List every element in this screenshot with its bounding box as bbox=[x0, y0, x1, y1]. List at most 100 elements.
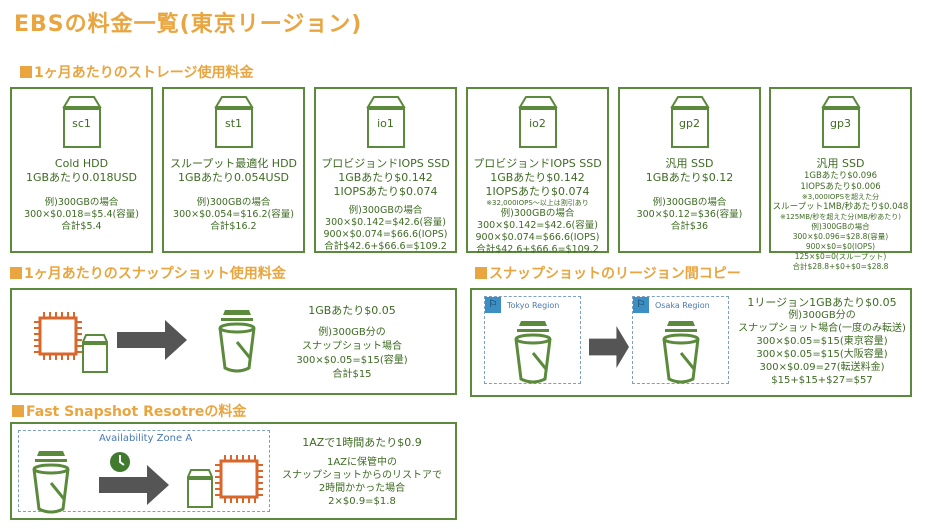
ebs-volume-icon bbox=[187, 469, 213, 508]
example-line: 合計$36 bbox=[670, 221, 709, 232]
example-line: 例)300GBの場合 bbox=[811, 222, 870, 231]
flag-icon: ⚐ bbox=[485, 297, 501, 313]
volume-detail: 1GBあたり$0.096 bbox=[803, 171, 878, 181]
volume-type: io1 bbox=[377, 117, 394, 130]
example-line: 合計$42.6+$66.6=$109.2 bbox=[324, 241, 447, 252]
detail-line: 2×$0.9=$1.8 bbox=[328, 496, 396, 507]
arrow-icon bbox=[589, 326, 629, 368]
region-label: Tokyo Region bbox=[507, 301, 560, 310]
volume-desc: Cold HDD bbox=[54, 157, 109, 170]
example-line: 合計$5.4 bbox=[61, 221, 102, 232]
copy-price: 1リージョン1GBあたり$0.05 bbox=[747, 296, 897, 309]
volume-detail: スループット1MB/秒あたり$0.048 bbox=[772, 202, 909, 212]
detail-line: 300×$0.05=$15(大阪容量) bbox=[756, 349, 888, 360]
detail-line: 300×$0.05=$15(東京容量) bbox=[756, 336, 888, 347]
volume-type: gp2 bbox=[679, 117, 700, 130]
section-region-copy: スナップショットのリージョン間コピー bbox=[475, 263, 741, 283]
ec2-instance-icon bbox=[215, 455, 263, 503]
arrow-icon bbox=[99, 465, 169, 505]
section-label: Fast Snapshot Resotreの料金 bbox=[26, 404, 247, 420]
zone-label: Availability Zone A bbox=[99, 433, 193, 444]
example-line: 300×$0.142=$42.6(容量) bbox=[325, 217, 446, 228]
example-line: 例)300GBの場合 bbox=[348, 205, 423, 216]
volume-desc: 1GBあたり$0.142 bbox=[338, 171, 433, 184]
example-line: 合計$28.8+$0+$0=$28.8 bbox=[792, 262, 889, 271]
clock-icon bbox=[110, 452, 130, 472]
volume-desc: 1GBあたり$0.142 bbox=[490, 171, 585, 184]
volume-desc: プロビジョンドIOPS SSD bbox=[321, 157, 450, 170]
volume-type: gp3 bbox=[830, 117, 851, 130]
example-line: 例)300GBの場合 bbox=[196, 197, 271, 208]
section-label: 1ヶ月あたりのストレージ使用料金 bbox=[34, 65, 254, 81]
detail-line: 2時間かかった場合 bbox=[318, 483, 406, 494]
volume-desc: スループット最適化 HDD bbox=[169, 157, 298, 170]
volume-type: sc1 bbox=[72, 117, 91, 130]
osaka-region: ⚐ Osaka Region bbox=[632, 296, 729, 384]
page-title: EBSの料金一覧(東京リージョン) bbox=[14, 12, 363, 37]
volume-desc: 汎用 SSD bbox=[665, 157, 714, 170]
example-line: 300×$0.018=$5.4(容量) bbox=[24, 209, 139, 220]
arrow-icon bbox=[117, 320, 187, 360]
flag-icon: ⚐ bbox=[633, 297, 649, 313]
volume-type: io2 bbox=[529, 117, 546, 130]
region-label: Osaka Region bbox=[655, 301, 710, 310]
ebs-volume-icon bbox=[82, 334, 108, 373]
section-snapshot: 1ヶ月あたりのスナップショット使用料金 bbox=[10, 263, 286, 283]
example-line: 合計$16.2 bbox=[210, 221, 257, 232]
volume-desc: 1GBあたり$0.12 bbox=[645, 171, 734, 184]
section-label: 1ヶ月あたりのスナップショット使用料金 bbox=[24, 266, 286, 282]
detail-line: スナップショット場合 bbox=[302, 341, 402, 352]
example-line: 900×$0.074=$66.6(IOPS) bbox=[475, 232, 600, 243]
volume-note: ※32,000IOPS～以上は割引あり bbox=[486, 199, 589, 207]
example-line: 例)300GBの場合 bbox=[500, 208, 575, 219]
volume-desc: プロビジョンドIOPS SSD bbox=[473, 157, 602, 170]
example-line: 125×$0=0(スループット) bbox=[794, 252, 887, 261]
example-line: 合計$42.6+$66.6=$109.2 bbox=[476, 244, 599, 255]
detail-line: 例)300GB分の bbox=[318, 327, 386, 338]
section-fsr: Fast Snapshot Resotreの料金 bbox=[12, 401, 246, 421]
section-label: スナップショットのリージョン間コピー bbox=[489, 266, 741, 282]
detail-line: 合計$15 bbox=[332, 369, 372, 380]
fsr-panel: Availability Zone A 1AZで1時間あたり$0.9 1AZに保… bbox=[10, 422, 457, 520]
volume-desc: 汎用 SSD bbox=[816, 157, 865, 170]
tokyo-region: ⚐ Tokyo Region bbox=[484, 296, 581, 384]
detail-line: 300×$0.09=27(転送料金) bbox=[759, 362, 885, 373]
detail-line: 例)300GB分の bbox=[788, 310, 856, 321]
volume-detail: 1IOPSあたり$0.006 bbox=[800, 182, 881, 192]
example-line: 300×$0.142=$42.6(容量) bbox=[477, 220, 598, 231]
detail-line: スナップショットからのリストアで bbox=[282, 470, 442, 481]
availability-zone: Availability Zone A bbox=[18, 430, 270, 514]
detail-line: 1AZに保管中の bbox=[326, 457, 398, 468]
ec2-instance-icon bbox=[34, 312, 82, 360]
detail-line: $15+$15+$27=$57 bbox=[771, 375, 873, 386]
s3-bucket-icon bbox=[514, 319, 552, 384]
example-line: 900×$0=$0(IOPS) bbox=[805, 242, 876, 251]
s3-bucket-icon bbox=[662, 319, 700, 384]
volume-note: ※3,000IOPSを超えた分 bbox=[801, 193, 880, 201]
example-line: 例)300GBの場合 bbox=[44, 197, 119, 208]
example-line: 300×$0.096=$28.8(容量) bbox=[792, 232, 889, 241]
s3-bucket-icon bbox=[218, 308, 256, 373]
detail-line: スナップショット場合(一度のみ転送) bbox=[738, 323, 906, 334]
snapshot-price: 1GBあたり$0.05 bbox=[308, 304, 396, 317]
example-line: 900×$0.074=$66.6(IOPS) bbox=[323, 229, 448, 240]
fsr-price: 1AZで1時間あたり$0.9 bbox=[302, 436, 422, 449]
volume-note: ※125MB/秒を超えた分(MB/秒あたり) bbox=[779, 213, 902, 221]
s3-bucket-icon bbox=[32, 449, 70, 514]
volume-desc: 1IOPSあたり$0.074 bbox=[333, 185, 438, 198]
region-copy-panel: ⚐ Tokyo Region ⚐ Osaka Region 1リージョン1GBあ… bbox=[470, 288, 912, 397]
example-line: 300×$0.12=$36(容量) bbox=[636, 209, 743, 220]
example-line: 300×$0.054=$16.2(容量) bbox=[173, 209, 294, 220]
volume-type: st1 bbox=[224, 117, 243, 130]
volume-desc: 1IOPSあたり$0.074 bbox=[485, 185, 590, 198]
section-monthly-storage: 1ヶ月あたりのストレージ使用料金 bbox=[20, 62, 253, 82]
example-line: 例)300GBの場合 bbox=[652, 197, 727, 208]
volume-desc: 1GBあたり0.018USD bbox=[25, 171, 138, 184]
